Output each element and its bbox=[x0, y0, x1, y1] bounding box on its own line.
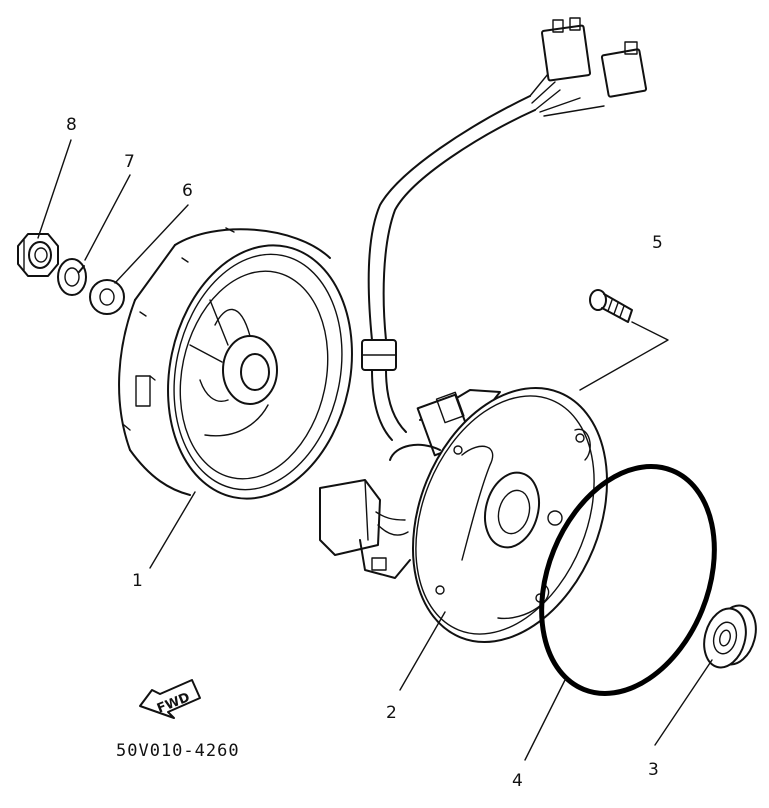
callout-2: 2 bbox=[386, 703, 397, 723]
part-2-stator-assembly bbox=[319, 387, 608, 643]
part-5-screw bbox=[589, 289, 633, 323]
wire-harness bbox=[361, 17, 648, 441]
callout-5: 5 bbox=[652, 233, 663, 253]
callout-7: 7 bbox=[124, 152, 135, 172]
part-1-flywheel-rotor bbox=[118, 227, 353, 500]
fwd-arrow-icon: FWD bbox=[139, 679, 201, 719]
part-3-bearing bbox=[703, 604, 757, 669]
screw-leader-line bbox=[579, 321, 669, 391]
callout-3: 3 bbox=[648, 760, 659, 780]
part-4-o-ring bbox=[539, 464, 717, 696]
part-8-hex-nut bbox=[17, 233, 59, 277]
part-6-plain-washer bbox=[89, 279, 125, 315]
callout-4: 4 bbox=[512, 771, 523, 791]
drawing-code: 50V010-4260 bbox=[116, 741, 240, 761]
callout-leaders bbox=[37, 139, 713, 761]
callout-6: 6 bbox=[182, 181, 193, 201]
part-7-lock-washer bbox=[57, 258, 87, 296]
callout-1: 1 bbox=[132, 571, 143, 591]
callout-8: 8 bbox=[66, 115, 77, 135]
